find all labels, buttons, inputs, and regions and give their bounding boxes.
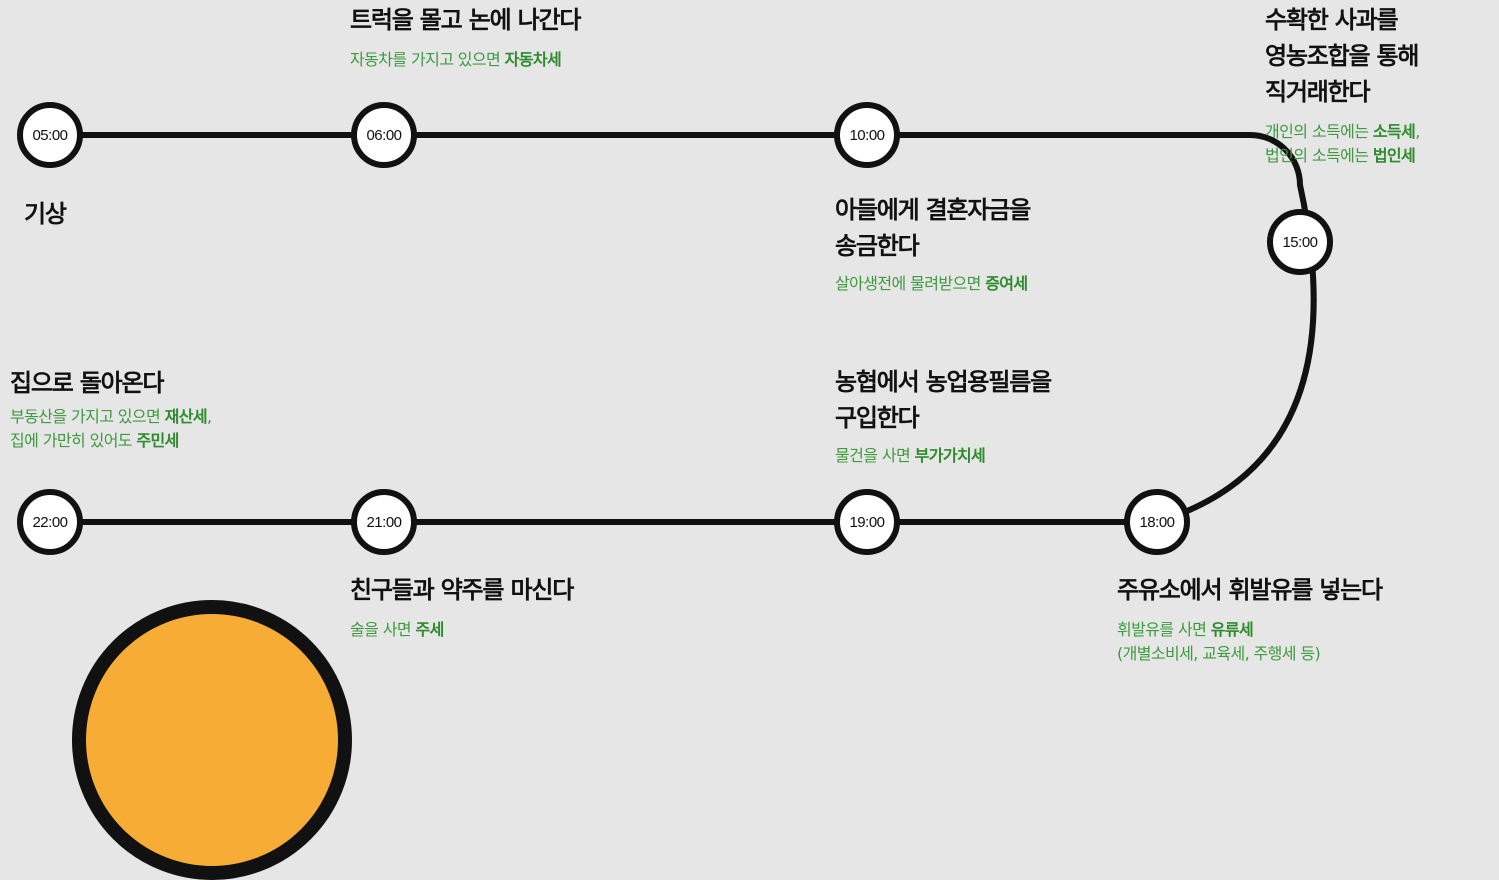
- event-desc-line1: 부동산을 가지고 있으면 재산세,: [10, 405, 212, 429]
- tax-name: 부가가치세: [914, 446, 986, 465]
- tax-name: 증여세: [985, 274, 1028, 293]
- event-home: 집으로 돌아온다 부동산을 가지고 있으면 재산세, 집에 가만히 있어도 주민…: [10, 365, 212, 453]
- desc-text: 집에 가만히 있어도: [10, 431, 137, 450]
- event-title: 친구들과 약주를 마신다: [350, 576, 574, 604]
- tax-name: 법인세: [1372, 146, 1416, 165]
- event-desc-line2: 법인의 소득에는 법인세: [1265, 144, 1420, 168]
- sun-illustration: [72, 600, 352, 880]
- event-apple: 수확한 사과를 영농조합을 통해 직거래한다 개인의 소득에는 소득세, 법인의…: [1265, 2, 1420, 168]
- event-fuel: 주유소에서 휘발유를 넣는다 휘발유를 사면 유류세 (개별소비세, 교육세, …: [1117, 572, 1383, 666]
- event-money: 아들에게 결혼자금을 송금한다 살아생전에 물려받으면 증여세: [835, 192, 1031, 296]
- event-truck: 트럭을 몰고 논에 나간다 자동차를 가지고 있으면 자동차세: [350, 2, 581, 72]
- time-node-1900: 19:00: [834, 489, 900, 555]
- event-title-line2: 영농조합을 통해: [1265, 42, 1420, 70]
- time-node-0600: 06:00: [351, 102, 417, 168]
- desc-text: 부동산을 가지고 있으면: [10, 407, 165, 426]
- event-title: 기상: [24, 200, 67, 228]
- time-node-1800: 18:00: [1124, 489, 1190, 555]
- event-desc-line1: 개인의 소득에는 소득세,: [1265, 120, 1420, 144]
- tax-name: 주세: [415, 620, 444, 639]
- desc-text: 물건을 사면: [835, 446, 915, 465]
- event-title-line2: 구입한다: [835, 404, 920, 432]
- event-title: 주유소에서 휘발유를 넣는다: [1117, 576, 1383, 604]
- event-title-line2: 송금한다: [835, 232, 920, 260]
- time-node-2200: 22:00: [17, 489, 83, 555]
- event-title-line1: 아들에게 결혼자금을: [835, 196, 1031, 224]
- event-desc: 살아생전에 물려받으면 증여세: [835, 272, 1030, 296]
- desc-text: 술을 사면: [350, 620, 416, 639]
- event-drink: 친구들과 약주를 마신다 술을 사면 주세: [350, 572, 574, 642]
- tax-name: 소득세: [1372, 122, 1416, 141]
- time-node-1500: 15:00: [1267, 209, 1333, 275]
- event-desc: 물건을 사면 부가가치세: [835, 444, 1051, 468]
- event-desc: 자동차를 가지고 있으면 자동차세: [350, 48, 580, 72]
- time-node-1000: 10:00: [834, 102, 900, 168]
- desc-text: 법인의 소득에는: [1265, 146, 1373, 165]
- event-desc: 술을 사면 주세: [350, 618, 573, 642]
- event-title: 집으로 돌아온다: [10, 369, 165, 397]
- tax-name: 자동차세: [504, 50, 562, 69]
- event-desc-line2: (개별소비세, 교육세, 주행세 등): [1117, 644, 1321, 663]
- tax-name: 재산세: [164, 407, 208, 426]
- desc-text: 자동차를 가지고 있으면: [350, 50, 505, 69]
- desc-text: ,: [1415, 122, 1420, 141]
- desc-text: ,: [207, 407, 212, 426]
- event-title-line1: 수확한 사과를: [1265, 6, 1399, 34]
- event-film: 농협에서 농업용필름을 구입한다 물건을 사면 부가가치세: [835, 364, 1052, 468]
- time-node-2100: 21:00: [351, 489, 417, 555]
- event-title: 트럭을 몰고 논에 나간다: [350, 6, 581, 34]
- tax-name: 유류세: [1210, 620, 1254, 639]
- event-wake: 기상: [24, 196, 67, 232]
- event-desc-line2: 집에 가만히 있어도 주민세: [10, 429, 212, 453]
- event-title-line1: 농협에서 농업용필름을: [835, 368, 1052, 396]
- tax-name: 주민세: [136, 431, 179, 450]
- event-title-line3: 직거래한다: [1265, 78, 1371, 106]
- timeline-path: [50, 132, 1317, 525]
- desc-text: 개인의 소득에는: [1265, 122, 1373, 141]
- time-node-0500: 05:00: [17, 102, 83, 168]
- desc-text: 휘발유를 사면: [1117, 620, 1211, 639]
- event-desc-line1: 휘발유를 사면 유류세: [1117, 618, 1382, 642]
- desc-text: 살아생전에 물려받으면: [835, 274, 986, 293]
